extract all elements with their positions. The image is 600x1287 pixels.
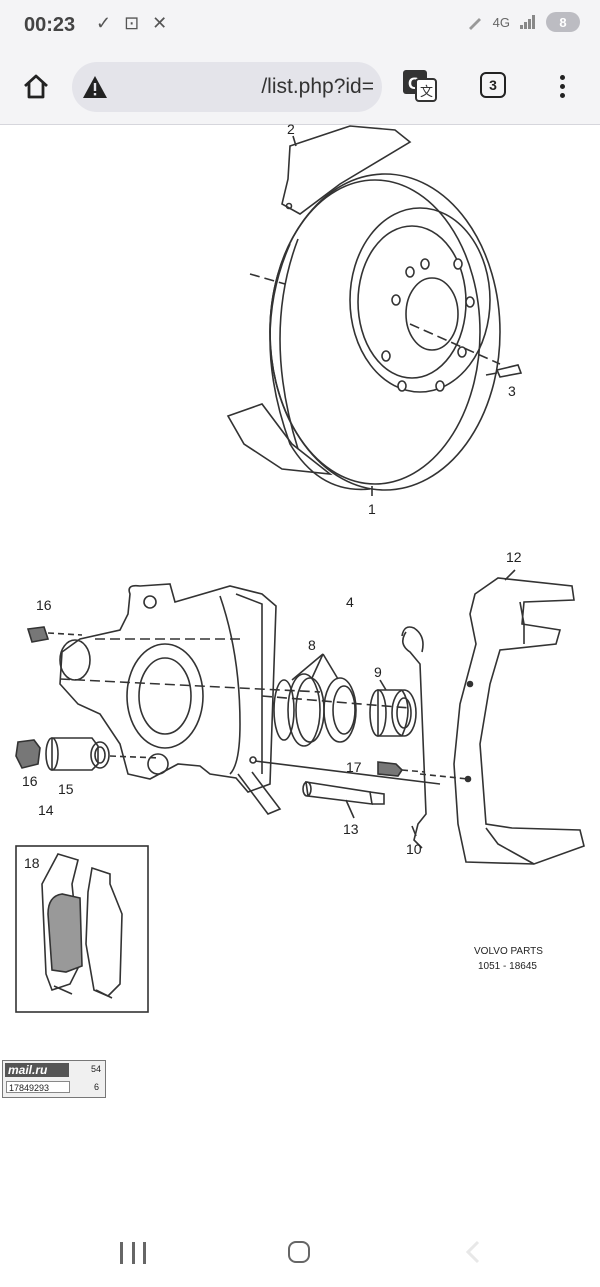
translate-icon[interactable]: G文: [400, 66, 440, 106]
callout-10: 10: [406, 841, 422, 857]
spring-clip: [401, 626, 427, 849]
brand-line-1: VOLVO PARTS: [474, 946, 543, 957]
brake-diagram: 1 2 3 4 8 9 10 12 13 14 15 16 16 17 18 V…: [15, 124, 585, 1013]
recent-apps-icon[interactable]: [120, 1242, 146, 1264]
callout-16-upper: 16: [36, 597, 52, 613]
network-type: 4G: [492, 14, 510, 30]
mailru-counter-badge[interactable]: mail.ru 54 17849293 6: [2, 1060, 106, 1098]
home-nav-icon[interactable]: [288, 1241, 310, 1263]
piston: [261, 689, 417, 737]
battery-icon: 8: [546, 12, 580, 32]
guide-pin: [302, 781, 385, 805]
mailru-count-top: 54: [90, 1064, 101, 1074]
notification-icons: ✓ ⊡ ✕: [96, 13, 172, 33]
callout-4: 4: [346, 594, 354, 610]
callout-1: 1: [368, 501, 376, 517]
callout-2: 2: [287, 124, 295, 137]
address-bar[interactable]: /list.php?id=: [72, 62, 382, 112]
disc-bolt: [485, 364, 523, 378]
callout-15: 15: [58, 781, 74, 797]
status-time: 00:23: [24, 14, 76, 36]
caliper-body: [59, 583, 441, 815]
more-vert-icon[interactable]: [552, 68, 572, 104]
page-content: 1 2 3 4 8 9 10 12 13 14 15 16 16 17 18 V…: [0, 124, 600, 1224]
bolt-17: [377, 761, 426, 777]
home-button[interactable]: [18, 68, 54, 104]
tabs-count: 3: [489, 77, 497, 93]
callout-14: 14: [38, 802, 54, 818]
callout-8: 8: [308, 637, 316, 653]
signal-icon: [520, 15, 535, 29]
svg-text:文: 文: [420, 84, 433, 99]
pen-icon: [468, 18, 481, 30]
brand-line-2: 1051 - 18645: [478, 961, 537, 972]
brake-pads-box: [15, 845, 149, 1013]
callout-12: 12: [506, 549, 522, 565]
guide-sleeve: [15, 737, 161, 771]
warning-icon[interactable]: [82, 74, 108, 100]
battery-level: 8: [559, 14, 567, 30]
back-icon[interactable]: [460, 1238, 490, 1266]
system-icons: 4G 8: [467, 12, 580, 32]
bolt-16-upper: [26, 626, 83, 643]
callout-17: 17: [346, 759, 362, 775]
splash-shield: [226, 125, 412, 476]
home-icon: [24, 74, 48, 99]
url-text[interactable]: /list.php?id=: [261, 75, 374, 98]
mailru-logo: mail.ru: [5, 1063, 69, 1077]
caliper-carrier: [419, 577, 585, 865]
status-bar: 00:23 ✓ ⊡ ✕ 4G 8: [0, 0, 600, 52]
callout-13: 13: [343, 821, 359, 837]
callout-9: 9: [374, 664, 382, 680]
brake-disc: [249, 173, 501, 496]
seal-rings: [273, 673, 357, 747]
tabs-button[interactable]: 3: [480, 72, 506, 98]
callout-16-lower: 16: [22, 773, 38, 789]
mailru-counter-id: 17849293: [6, 1081, 70, 1093]
system-nav-bar: [0, 1224, 600, 1287]
callout-18: 18: [24, 855, 40, 871]
callout-3: 3: [508, 383, 516, 399]
mailru-count-bottom: 6: [93, 1082, 99, 1092]
